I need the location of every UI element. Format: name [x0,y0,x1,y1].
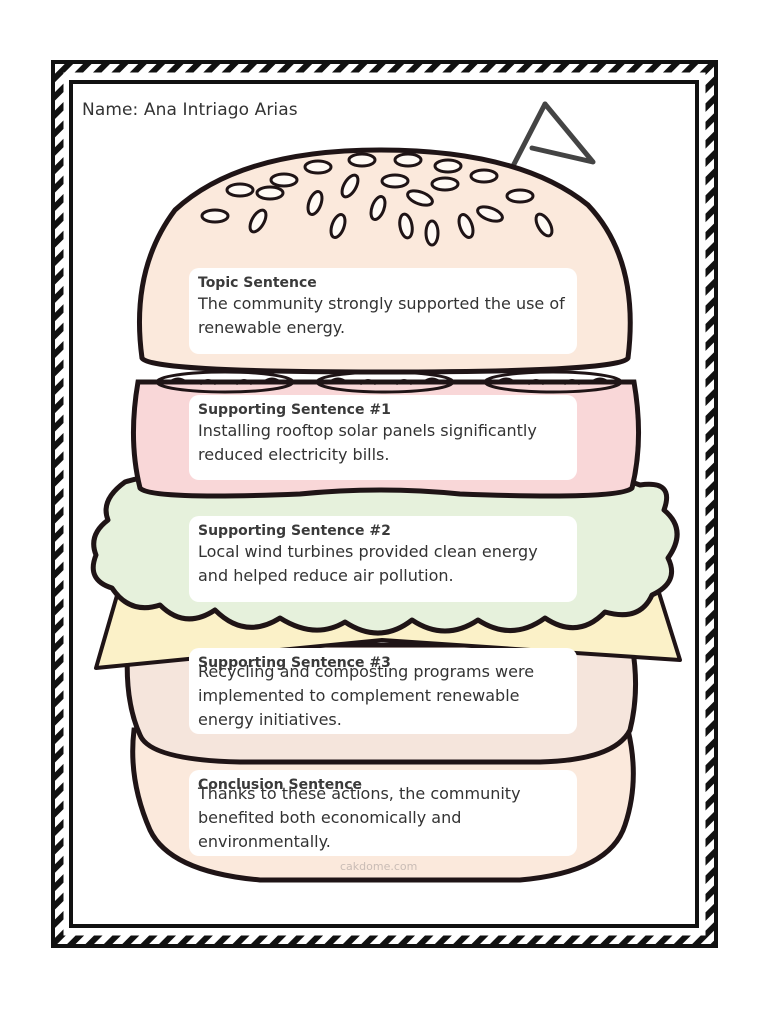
section-title: Supporting Sentence #3 [198,655,391,671]
conclusion-sentence-box[interactable]: Conclusion Sentence Thanks to these acti… [189,770,577,856]
student-name-line: Name: Ana Intriago Arias [82,100,298,120]
section-title: Supporting Sentence #1 [198,402,391,418]
watermark: cakdome.com [340,860,418,873]
supporting-sentence-2-box[interactable]: Supporting Sentence #2 Local wind turbin… [189,516,577,602]
section-text[interactable]: The community strongly supported the use… [198,294,565,337]
section-title: Conclusion Sentence [198,777,363,793]
section-text[interactable]: Thanks to these actions, the community b… [198,784,521,851]
section-text[interactable]: Local wind turbines provided clean energ… [198,542,538,585]
page-frame [51,60,718,948]
section-title: Topic Sentence [198,275,317,291]
section-title: Supporting Sentence #2 [198,523,391,539]
name-label: Name: [82,100,139,120]
section-text[interactable]: Installing rooftop solar panels signific… [198,421,537,464]
section-text[interactable]: Recycling and composting programs were i… [198,662,535,729]
sesame-seeds [200,152,554,247]
topic-sentence-box[interactable]: Topic Sentence The community strongly su… [189,268,577,354]
student-name[interactable]: Ana Intriago Arias [143,100,298,120]
flag-icon [509,101,596,171]
supporting-sentence-3-box[interactable]: Supporting Sentence #3 Recycling and com… [189,648,577,734]
supporting-sentence-1-box[interactable]: Supporting Sentence #1 Installing roofto… [189,395,577,480]
